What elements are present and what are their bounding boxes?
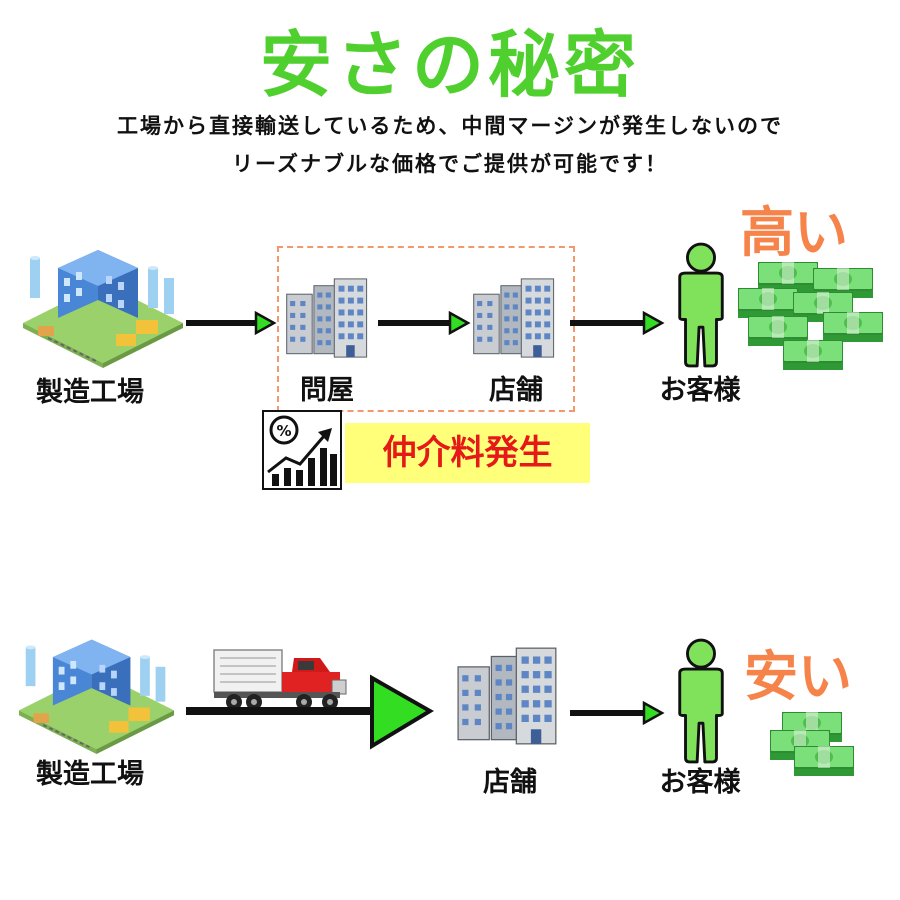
top-customer-label: お客様 bbox=[659, 375, 741, 406]
top-store-label: 店舗 bbox=[489, 375, 543, 406]
truck-icon bbox=[213, 649, 347, 710]
intermediary-fee-label: 仲介料発生 bbox=[345, 423, 590, 483]
bottom-customer-label: お客様 bbox=[659, 767, 741, 798]
arrow-factory-to-store-direct bbox=[186, 674, 434, 750]
arrow-wholesaler-to-store bbox=[378, 310, 471, 336]
page-title: 安さの秘密 bbox=[259, 23, 640, 107]
money-stack-small-icon bbox=[770, 712, 854, 776]
arrow-store-to-customer bbox=[570, 700, 665, 726]
money-stack-large-icon bbox=[738, 262, 883, 370]
store-building-icon bbox=[472, 272, 557, 364]
wholesaler-label: 問屋 bbox=[300, 375, 354, 406]
subtitle-line-1: 工場から直接輸送しているため、中間マージンが発生しないので bbox=[117, 114, 783, 138]
subtitle-line-2: リーズナブルな価格でご提供が可能です！ bbox=[232, 152, 668, 176]
customer-person-icon bbox=[672, 638, 730, 764]
customer-person-icon bbox=[672, 242, 730, 368]
high-price-label: 高い bbox=[740, 201, 848, 264]
rising-chart-icon: % bbox=[262, 410, 342, 490]
arrow-store-to-customer bbox=[570, 310, 665, 336]
low-price-label: 安い bbox=[744, 645, 852, 708]
factory-icon bbox=[14, 628, 179, 754]
factory-icon bbox=[18, 238, 188, 368]
svg-text:%: % bbox=[276, 422, 291, 440]
arrow-factory-to-wholesaler bbox=[186, 310, 277, 336]
top-factory-label: 製造工場 bbox=[36, 377, 144, 408]
bottom-store-label: 店舗 bbox=[483, 767, 537, 798]
bottom-factory-label: 製造工場 bbox=[36, 759, 144, 790]
wholesaler-building-icon bbox=[285, 272, 370, 364]
middleman-box bbox=[277, 246, 575, 412]
store-building-icon bbox=[456, 640, 560, 752]
